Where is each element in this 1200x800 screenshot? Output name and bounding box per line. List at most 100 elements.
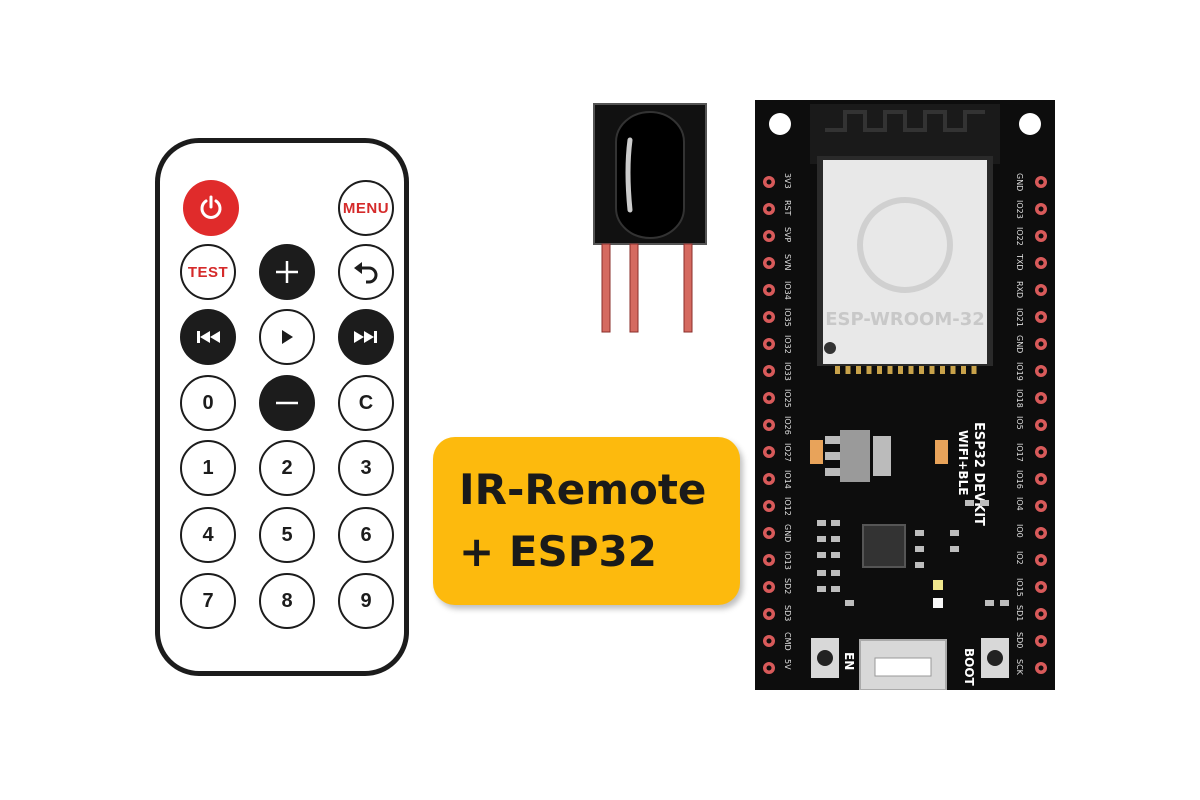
led-status [933,598,943,608]
button-8[interactable]: 8 [259,573,315,629]
pin-hole [1038,449,1044,455]
button-1[interactable]: 1 [180,440,236,496]
pin-label-left: IO14 [783,470,792,489]
module-pad [971,366,977,374]
play-icon [282,330,293,344]
power-icon [200,195,222,219]
button-3[interactable]: 3 [338,440,394,496]
en-button-cap[interactable] [817,650,833,666]
pin-hole [766,557,772,563]
module-pads [835,366,977,374]
button-4[interactable]: 4 [180,507,236,563]
pin-label-left: 5V [783,659,792,670]
module-pad [835,366,840,374]
pin-label-left: IO25 [783,389,792,408]
usb-uart-chip [862,524,906,568]
pin-hole [766,611,772,617]
module-pad [887,366,893,374]
smd-part [831,520,840,526]
pin-label-left: IO33 [783,362,792,381]
button-2[interactable]: 2 [259,440,315,496]
minus-icon [276,401,298,405]
pin-hole [1038,503,1044,509]
pin-hole [766,449,772,455]
smd-part [915,530,924,536]
module-pad [919,366,924,374]
smd-part [980,500,989,506]
pin-label-left: RST [783,200,792,216]
clear-label: C [358,391,374,414]
voltage-regulator [840,430,870,482]
button-5-label: 5 [281,523,293,546]
pin-hole [766,179,772,185]
play-button[interactable] [259,309,315,365]
clear-button[interactable]: C [338,375,394,431]
return-arrow-icon [354,262,378,284]
smd-part [831,536,840,542]
regulator-tab [873,436,891,476]
pin-hole [766,260,772,266]
board-title: ESP32 DEVKIT [971,422,986,526]
button-8-label: 8 [281,589,293,612]
title-line-1: IR-Remote [459,465,707,514]
pin-label-left: 3V3 [783,173,792,189]
pin-hole [766,233,772,239]
button-0[interactable]: 0 [180,375,236,431]
pin-label-right: IO15 [1015,578,1024,597]
previous-button[interactable] [180,309,236,365]
smd-part [817,570,826,576]
button-9-label: 9 [360,589,372,612]
pin-label-left: IO13 [783,551,792,570]
button-7[interactable]: 7 [180,573,236,629]
smd-part [831,586,840,592]
button-9[interactable]: 9 [338,573,394,629]
module-pad [929,366,935,374]
module-pad [898,366,903,374]
title-line-2: + ESP32 [459,527,657,576]
pin-hole [1038,233,1044,239]
button-2-label: 2 [281,456,293,479]
pin-label-left: IO34 [783,281,792,300]
pin-label-right: IO2 [1015,551,1024,565]
next-button[interactable] [338,309,394,365]
module-pad [961,366,966,374]
module-pad [950,366,956,374]
button-5[interactable]: 5 [259,507,315,563]
back-button[interactable] [338,244,394,300]
pin-hole [766,422,772,428]
test-button[interactable]: TEST [180,244,236,300]
test-label: TEST [187,263,229,281]
button-6-label: 6 [360,523,372,546]
pin-hole [1038,611,1044,617]
menu-button[interactable]: MENU [338,180,394,236]
boot-label: BOOT [962,648,976,687]
sensor-leg-1 [601,243,611,333]
smd-part [831,552,840,558]
pin-hole [766,395,772,401]
module-pad [940,366,945,374]
boot-button-cap[interactable] [987,650,1003,666]
pin-hole [1038,206,1044,212]
pin-hole [1038,260,1044,266]
pin-hole [766,341,772,347]
module-shield [823,160,987,364]
pin-hole [766,503,772,509]
minus-button[interactable] [259,375,315,431]
pin-hole [766,368,772,374]
en-label: EN [842,652,856,670]
button-6[interactable]: 6 [338,507,394,563]
pin-label-left: IO12 [783,497,792,516]
smd-part [915,546,924,552]
pin-hole [766,476,772,482]
button-3-label: 3 [360,456,372,479]
pin-hole [1038,287,1044,293]
micro-usb-port[interactable] [859,639,947,690]
plus-button[interactable] [259,244,315,300]
pin-hole [1038,341,1044,347]
pin-label-right: TXD [1015,253,1024,271]
skip-forward-icon [354,331,377,343]
power-button[interactable] [183,180,239,236]
button-1-label: 1 [202,456,214,479]
pin-hole [1038,638,1044,644]
menu-label: MENU [342,199,390,217]
